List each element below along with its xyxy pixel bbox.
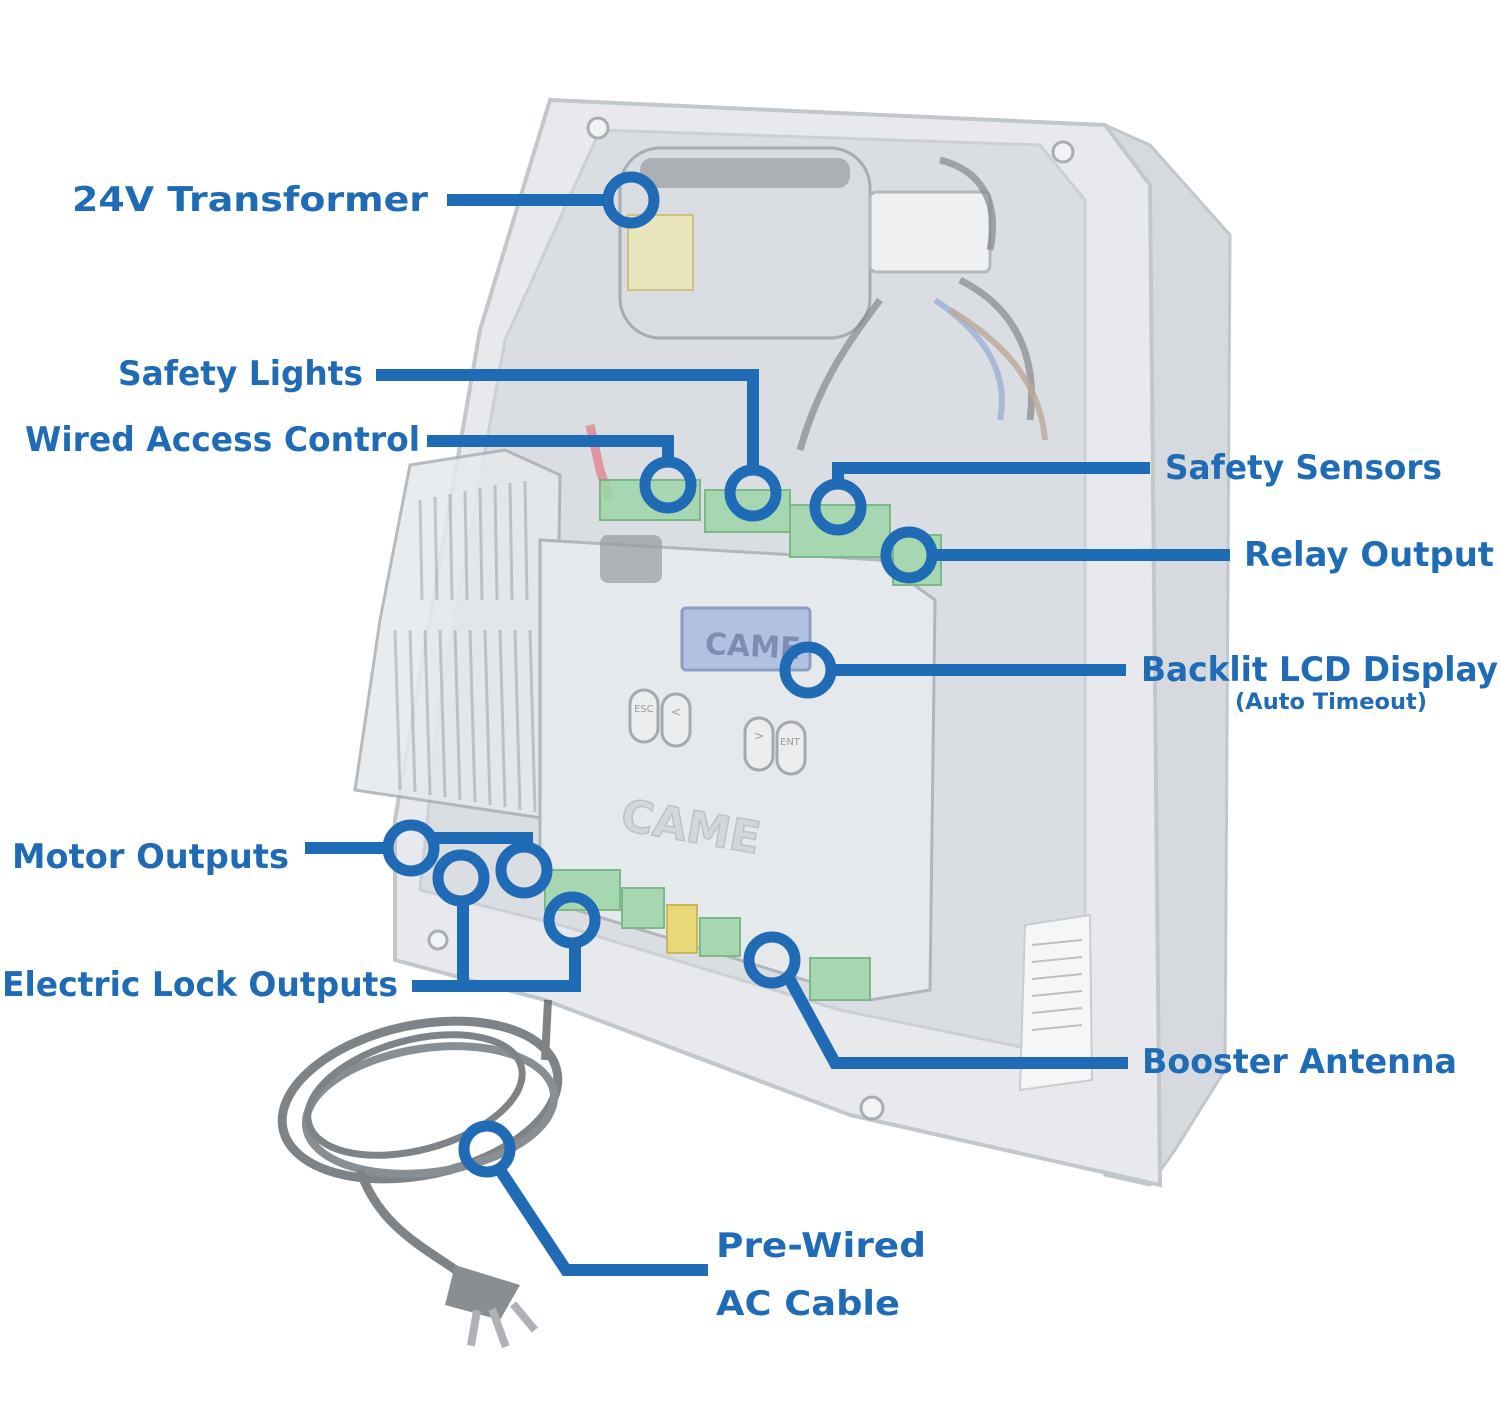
leader-booster-antenna	[784, 977, 1128, 1069]
plug-body	[445, 1265, 520, 1320]
leader-wired-access	[427, 435, 674, 462]
label-electric-lock: Electric Lock Outputs	[2, 965, 398, 1005]
screw-top-right	[1051, 140, 1075, 164]
label-safety-sensors: Safety Sensors	[1165, 448, 1442, 488]
transformer-unit	[585, 146, 1048, 502]
label-safety-lights: Safety Lights	[118, 354, 363, 394]
leader-safety-lights	[376, 369, 759, 470]
screw-bottom-left	[427, 929, 449, 951]
terminal-strip-bottom-2	[621, 887, 665, 929]
marker-electric-lock-1	[432, 849, 490, 907]
callout-labels: 24V Transformer Safety Lights Wired Acce…	[2, 180, 1498, 1324]
label-wired-access: Wired Access Control	[25, 420, 420, 460]
ac-cable	[277, 999, 563, 1349]
label-booster-antenna: Booster Antenna	[1142, 1042, 1457, 1082]
screw-bottom-right	[859, 1095, 885, 1121]
button-esc-label: ESC	[634, 704, 654, 715]
marker-transformer	[602, 171, 660, 229]
marker-wired-access	[639, 456, 697, 514]
plug-pin-2	[510, 1301, 538, 1333]
marker-relay-output	[880, 526, 938, 584]
label-motor-outputs: Motor Outputs	[12, 837, 289, 877]
marker-electric-lock-2	[543, 891, 601, 949]
marker-safety-lights	[724, 464, 782, 522]
marker-motor-outputs-2	[495, 841, 553, 899]
button-right[interactable]	[743, 716, 775, 772]
marker-lcd-display	[779, 641, 837, 699]
cable-coil-2	[301, 1042, 559, 1178]
marker-safety-sensors	[809, 478, 867, 536]
button-enter[interactable]	[775, 720, 807, 776]
screw-top-left	[586, 116, 610, 140]
marker-ac-cable	[458, 1120, 516, 1178]
label-transformer: 24V Transformer	[72, 180, 428, 220]
button-right-label: >	[754, 729, 764, 743]
keypad: ESC < > ENT	[628, 688, 807, 776]
plug-pin-3	[466, 1309, 482, 1347]
label-lcd-display: Backlit LCD Display	[1141, 650, 1498, 690]
label-lcd-display-note: (Auto Timeout)	[1235, 690, 1427, 715]
heatsink-fins	[393, 480, 537, 813]
plug-pin-1	[488, 1307, 510, 1349]
button-esc[interactable]	[628, 688, 660, 744]
marker-booster-antenna	[743, 931, 801, 989]
cable-tail	[355, 1168, 473, 1284]
button-enter-label: ENT	[780, 737, 801, 748]
rating-sticker-lines	[1031, 939, 1083, 1031]
transformer-sticker	[627, 214, 694, 291]
lcd-window	[680, 606, 812, 672]
label-ac-cable-line1: Pre-Wired	[716, 1226, 926, 1266]
cable-coil-3	[304, 1031, 526, 1159]
mains-terminal-block	[868, 190, 992, 274]
terminal-strip-bottom-4	[809, 957, 871, 1001]
wire-brown	[948, 307, 1048, 441]
terminal-strip-yellow	[666, 904, 698, 954]
leader-ac-cable	[494, 1166, 708, 1276]
transformer-tape	[640, 158, 850, 188]
fuse-holder	[600, 535, 662, 583]
button-left-label: <	[671, 705, 681, 719]
button-left[interactable]	[660, 692, 692, 748]
marker-motor-outputs-1	[382, 819, 440, 877]
callout-leaders	[305, 171, 1230, 1276]
control-board: CAME ESC < > ENT CAME	[353, 448, 942, 1002]
terminal-strip-bottom-3	[699, 917, 741, 957]
label-ac-cable-line2: AC Cable	[716, 1284, 900, 1324]
label-relay-output: Relay Output	[1244, 535, 1494, 575]
